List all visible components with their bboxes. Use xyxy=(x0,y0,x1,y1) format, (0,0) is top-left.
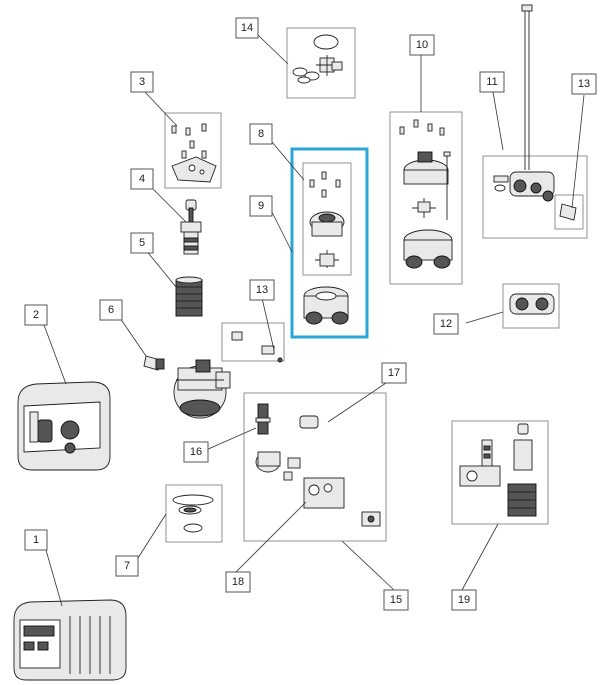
part-9-housing xyxy=(303,286,349,325)
callout-12: 12 xyxy=(440,318,452,330)
part-13a-clip xyxy=(231,331,283,363)
main-valve-body xyxy=(173,359,231,419)
callout-15: 15 xyxy=(390,594,402,606)
frame-11 xyxy=(482,155,588,239)
callout-13-right: 13 xyxy=(578,78,590,90)
part-7-oring-kit xyxy=(172,494,214,533)
callout-2: 2 xyxy=(33,309,39,321)
part-19-kit xyxy=(459,423,537,517)
part-4-piston xyxy=(180,199,202,255)
part-12-housing xyxy=(509,293,555,315)
callout-14: 14 xyxy=(241,22,253,34)
leader-lines xyxy=(43,34,585,607)
callout-8: 8 xyxy=(258,128,264,140)
callout-1: 1 xyxy=(33,534,39,546)
callout-labels: 14 3 4 5 6 2 1 7 8 9 10 11 13 12 13 16 1… xyxy=(33,22,590,606)
frame-15 xyxy=(243,392,387,542)
frame-12 xyxy=(502,283,560,329)
callout-9: 9 xyxy=(258,200,264,212)
callout-18: 18 xyxy=(232,576,244,588)
frame-13a xyxy=(221,322,285,362)
part-1-controller-back xyxy=(13,599,127,681)
highlight-box xyxy=(290,147,369,339)
callout-17: 17 xyxy=(388,367,400,379)
part-13b-clip xyxy=(559,203,577,221)
frame-10 xyxy=(389,111,463,285)
part-5-seal-stack xyxy=(175,276,203,317)
part-14-orings xyxy=(292,34,343,84)
part-15-kit xyxy=(255,403,381,527)
callout-7: 7 xyxy=(124,560,130,572)
callout-5: 5 xyxy=(139,237,145,249)
frame-8 xyxy=(302,162,352,276)
part-3-screws-gasket xyxy=(171,123,217,183)
frame-7 xyxy=(165,484,223,543)
part-2-controller xyxy=(17,381,111,471)
frame-13b xyxy=(554,194,584,230)
callout-16: 16 xyxy=(190,446,202,458)
callout-4: 4 xyxy=(139,173,145,185)
callout-3: 3 xyxy=(139,76,145,88)
callout-10: 10 xyxy=(416,39,428,51)
part-11-assembly xyxy=(493,4,555,202)
frame-3 xyxy=(164,112,222,189)
frame-19 xyxy=(451,420,549,525)
part-8-kit xyxy=(309,171,345,268)
callout-6: 6 xyxy=(108,304,114,316)
callout-13-left: 13 xyxy=(256,284,268,296)
callout-19: 19 xyxy=(458,594,470,606)
callout-boxes xyxy=(24,17,597,611)
part-6-fitting xyxy=(143,355,165,371)
part-10-kit xyxy=(399,119,453,269)
callout-11: 11 xyxy=(486,76,497,88)
